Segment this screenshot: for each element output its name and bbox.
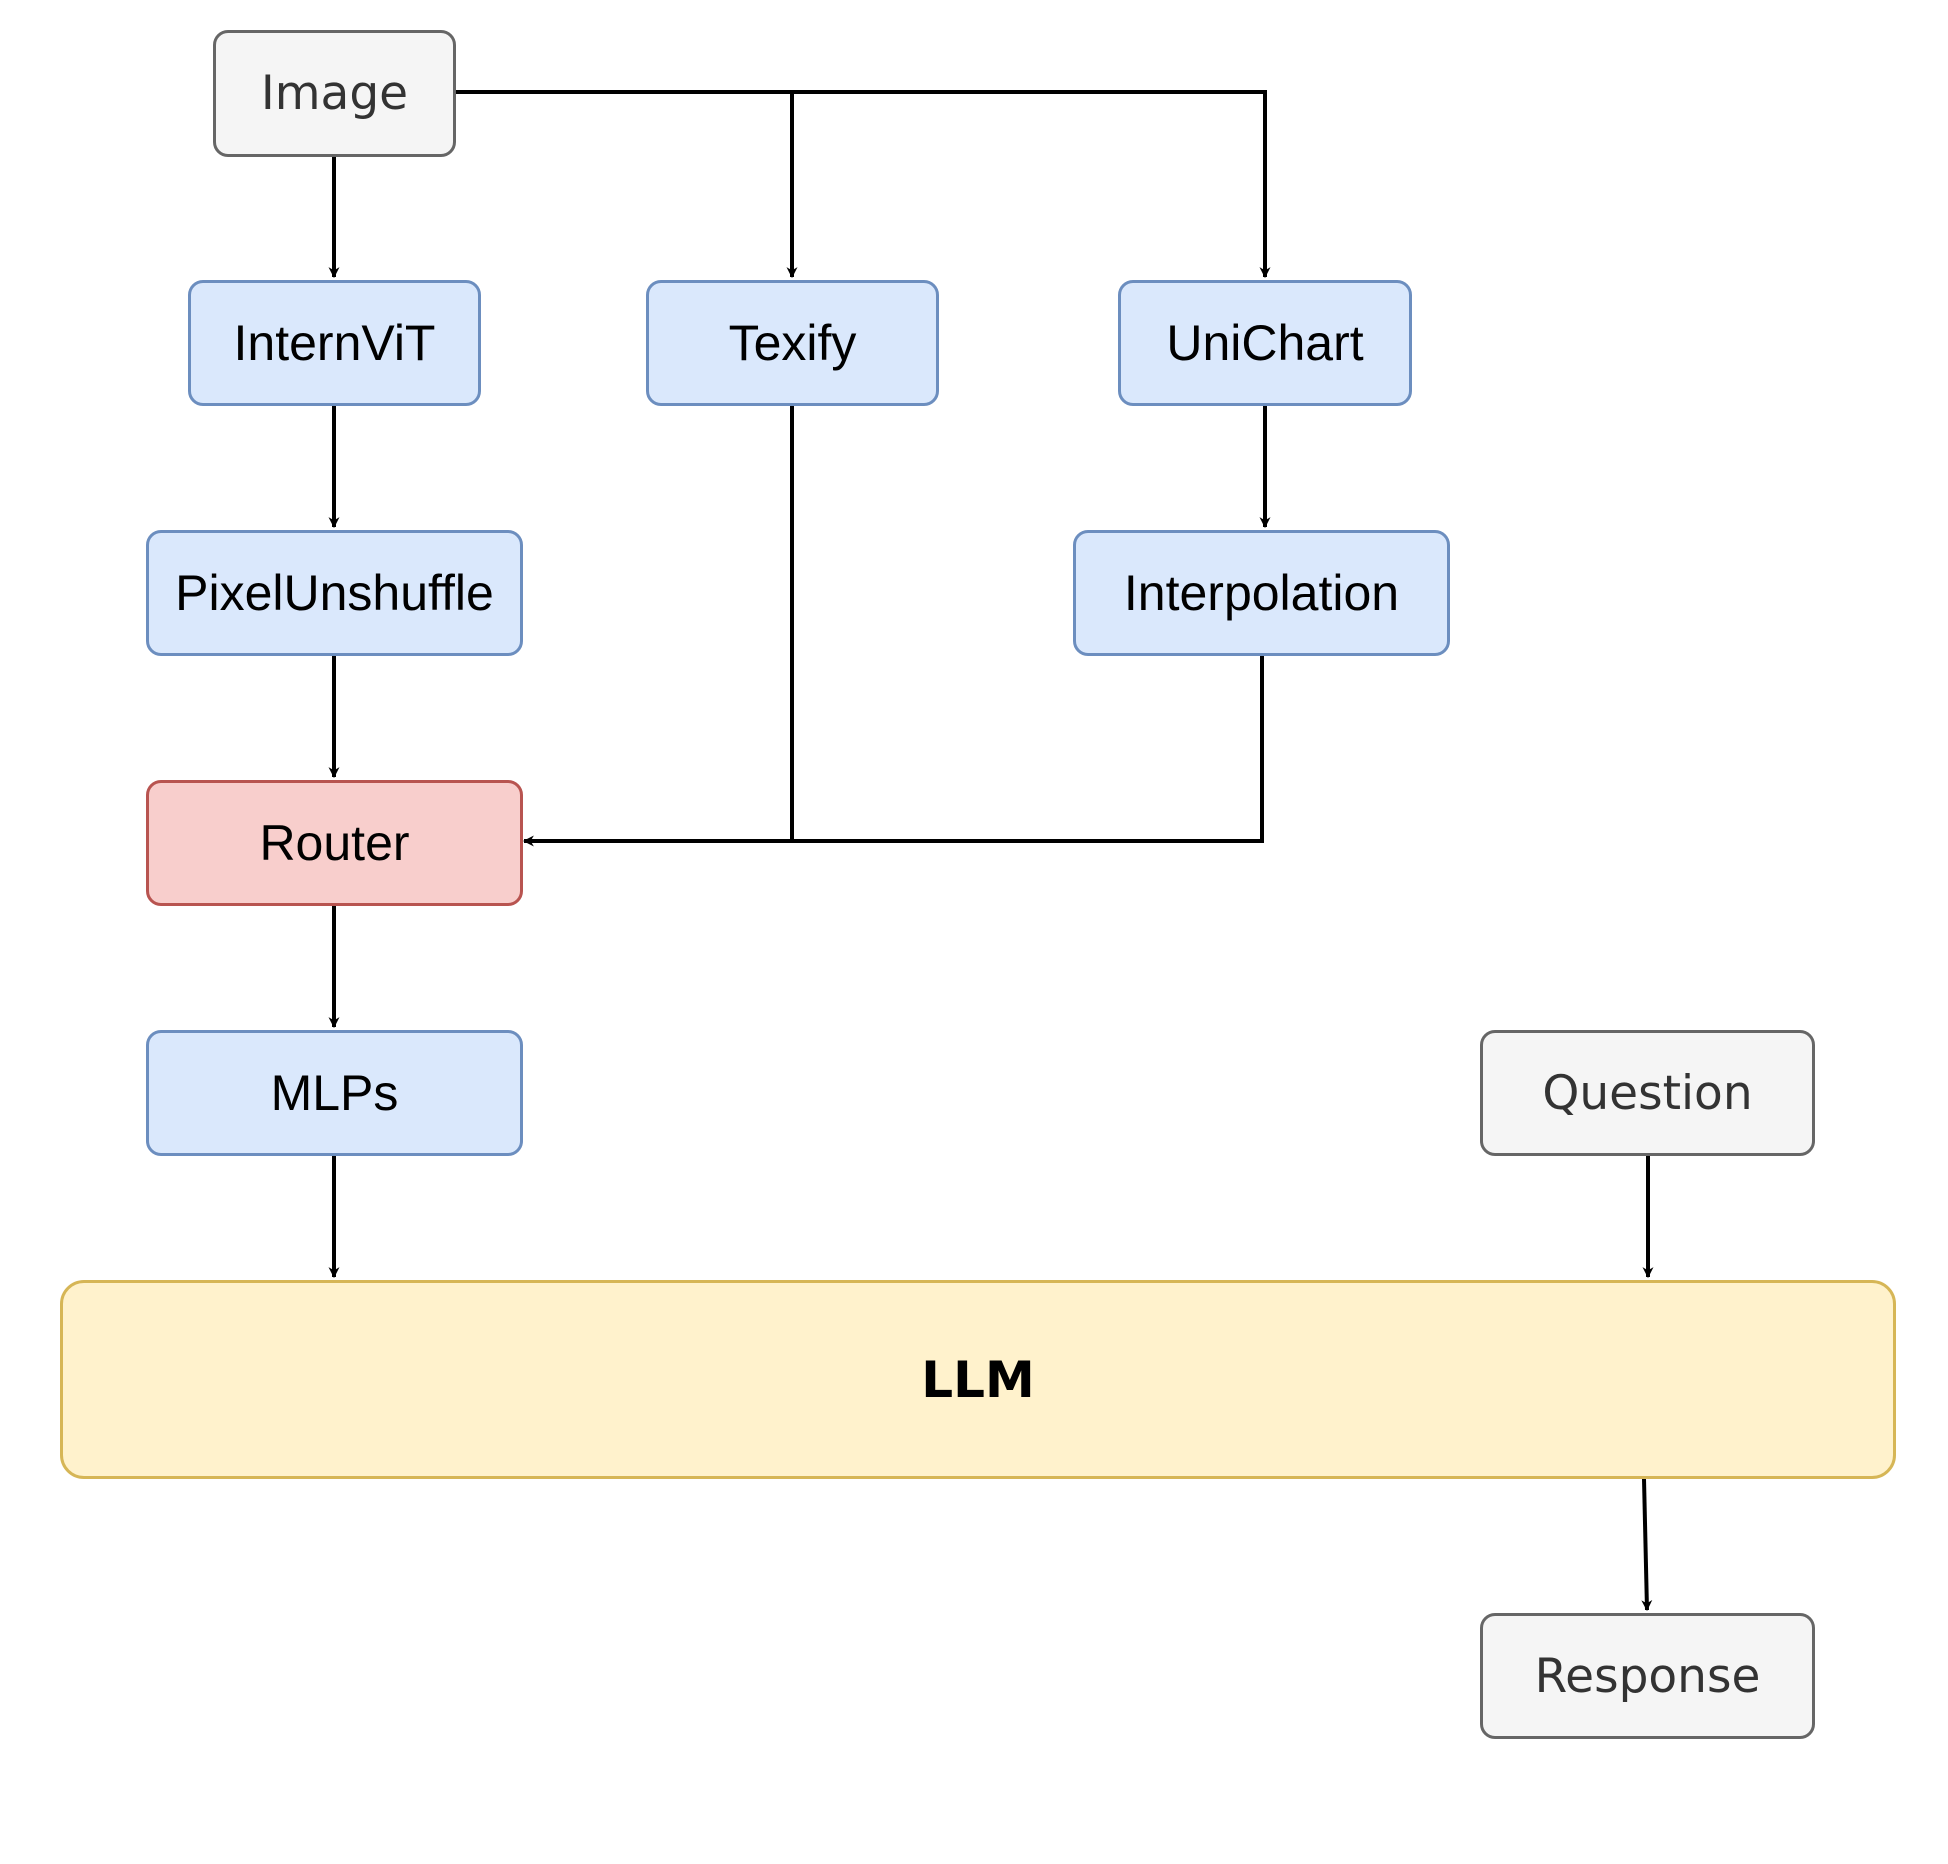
node-internvit: InternViT bbox=[188, 280, 481, 406]
node-response-label: Response bbox=[1534, 1648, 1761, 1704]
node-image: Image bbox=[213, 30, 456, 157]
node-interpolation: Interpolation bbox=[1073, 530, 1450, 656]
node-unichart-label: UniChart bbox=[1166, 315, 1364, 371]
node-image-label: Image bbox=[260, 66, 409, 121]
node-mlps-label: MLPs bbox=[270, 1065, 399, 1121]
edge-llm-to-response bbox=[1641, 1478, 1653, 1612]
node-unichart: UniChart bbox=[1118, 280, 1412, 406]
node-texify: Texify bbox=[646, 280, 939, 406]
node-question-label: Question bbox=[1542, 1065, 1753, 1121]
node-llm: LLM bbox=[60, 1280, 1896, 1479]
edge-image-to-texify bbox=[455, 90, 798, 279]
node-internvit-label: InternViT bbox=[233, 315, 436, 371]
edge-image-to-unichart bbox=[792, 90, 1271, 279]
node-router-label: Router bbox=[259, 815, 410, 871]
node-response: Response bbox=[1480, 1613, 1815, 1739]
node-interpolation-label: Interpolation bbox=[1123, 565, 1400, 621]
node-pixelunshuffle-label: PixelUnshuffle bbox=[175, 565, 494, 621]
node-router: Router bbox=[146, 780, 523, 906]
edge-interpolation-to-router bbox=[792, 655, 1264, 843]
edge-texify-to-router bbox=[522, 405, 794, 847]
node-texify-label: Texify bbox=[728, 315, 857, 371]
node-pixelunshuffle: PixelUnshuffle bbox=[146, 530, 523, 656]
node-question: Question bbox=[1480, 1030, 1815, 1156]
node-llm-label: LLM bbox=[921, 1350, 1035, 1409]
node-mlps: MLPs bbox=[146, 1030, 523, 1156]
